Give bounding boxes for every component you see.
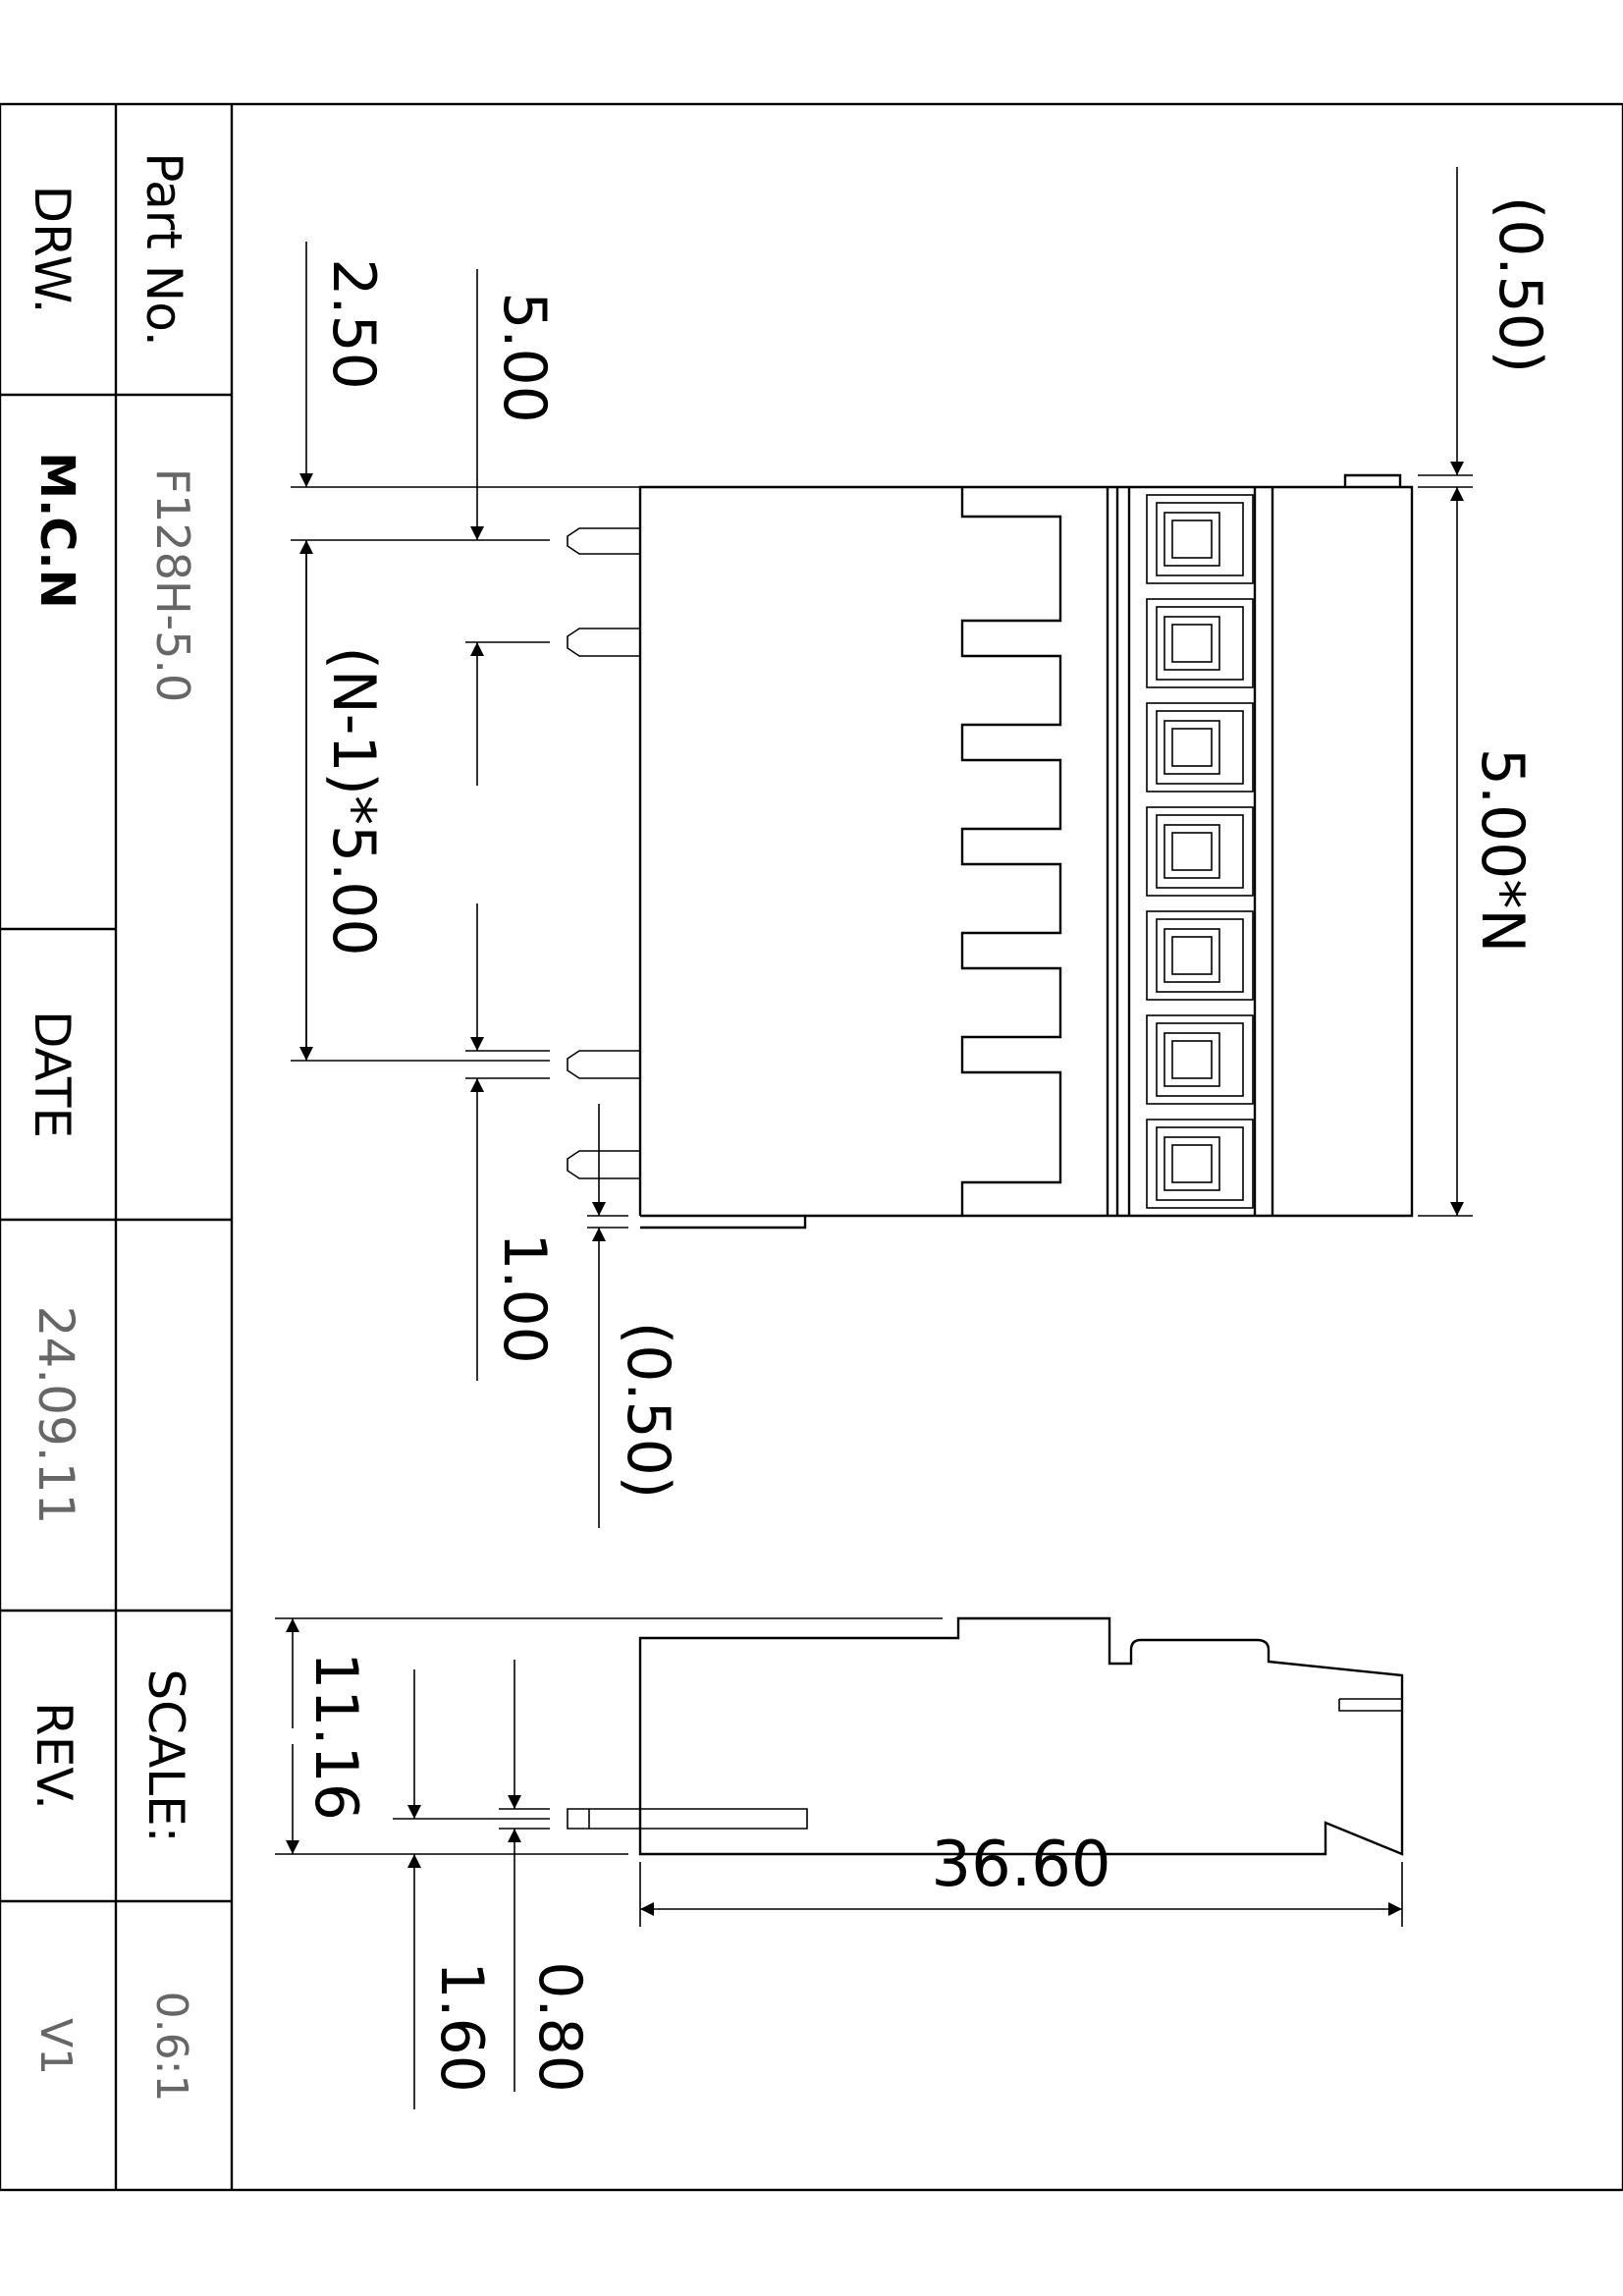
dim-pin-width: 1.00: [490, 1232, 559, 1364]
scale-label: SCALE:: [137, 1668, 194, 1842]
title-block: Part No. DRW. F128H-5.0 M.C.N DATE 24.09…: [24, 152, 199, 2102]
terminal-cell: [1146, 1014, 1254, 1105]
dim-length: 36.60: [931, 1829, 1110, 1901]
top-view: [567, 473, 1414, 1230]
side-view-dimensions: 11.16 0.80 1.60 36.60: [275, 1617, 1403, 2109]
rev-label: REV.: [26, 1702, 82, 1810]
terminal-cell: [1146, 910, 1254, 1001]
part-no-label: Part No.: [135, 152, 192, 347]
dim-height: 11.16: [301, 1652, 370, 1821]
terminal-cell: [1146, 598, 1254, 688]
dim-top-offset: (0.50): [1486, 196, 1554, 373]
date-label: DATE: [24, 1011, 81, 1138]
dim-bottom-offset: (0.50): [614, 1322, 682, 1499]
drw-value: M.C.N: [29, 452, 84, 609]
date-value: 24.09.11: [27, 1306, 84, 1525]
terminal-cell: [1146, 494, 1254, 584]
dim-pin-offset: 2.50: [319, 258, 388, 390]
top-view-dimensions: (0.50) 5.00*N 2.50 5.00 (N-1)*5.00 1.00 …: [291, 167, 1554, 1528]
dim-pitch: 5.00: [490, 292, 559, 423]
dim-pin-thickness: 0.80: [525, 1961, 594, 2093]
terminal-cell: [1146, 806, 1254, 897]
dim-pin-height: 1.60: [427, 1961, 496, 2093]
side-view: [567, 1616, 1404, 1856]
scale-value: 0.6:1: [146, 1992, 196, 2103]
terminal-cell: [1146, 702, 1254, 793]
rev-value: V1: [30, 2018, 81, 2075]
dim-span: (N-1)*5.00: [319, 646, 388, 956]
part-no-value: F128H-5.0: [146, 468, 199, 703]
terminal-cells: [1146, 494, 1254, 1209]
dim-pitch-total: 5.00*N: [1468, 748, 1537, 953]
terminal-cell: [1146, 1119, 1254, 1209]
sheet-frame: [0, 102, 1623, 2192]
pin-ticks: [567, 527, 640, 1179]
drw-label: DRW.: [24, 186, 81, 314]
